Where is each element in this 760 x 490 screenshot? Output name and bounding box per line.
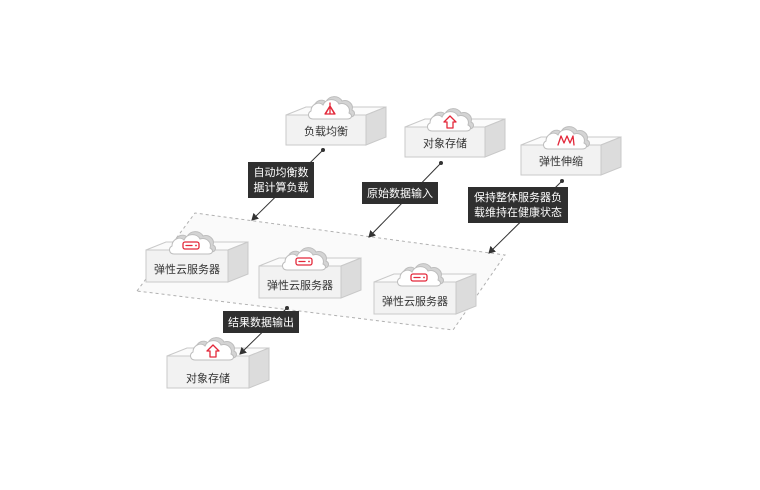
ecs-node-1[interactable]: 弹性云服务器 [145, 231, 249, 283]
auto-scaling-label: 弹性伸缩 [539, 154, 583, 168]
callout-maintain-health-line-2: 载维持在健康状态 [474, 205, 562, 219]
callout-load-balance-line-1: 自动均衡数 [254, 166, 309, 179]
callout-maintain-health: 保持整体服务器负 载维持在健康状态 [468, 187, 568, 223]
callout-maintain-health-line-1: 保持整体服务器负 [474, 190, 562, 204]
callout-load-balance-line-2: 据计算负载 [254, 180, 309, 194]
ecs-2-label: 弹性云服务器 [267, 278, 333, 292]
callout-load-balance-compute: 自动均衡数 据计算负载 [248, 162, 314, 198]
server-icon [295, 257, 313, 266]
object-storage-top-node[interactable]: 对象存储 [404, 108, 506, 158]
object-storage-bottom-label: 对象存储 [186, 371, 230, 385]
object-storage-bottom-node[interactable]: 对象存储 [166, 337, 270, 389]
load-balancer-label: 负载均衡 [304, 124, 348, 138]
object-storage-top-label: 对象存储 [423, 136, 467, 150]
ecs-3-label: 弹性云服务器 [382, 294, 448, 308]
load-balancer-icon [324, 102, 336, 115]
callout-raw-data-input: 原始数据输入 [362, 182, 438, 204]
load-balancer-node[interactable]: 负载均衡 [285, 96, 387, 146]
ecs-1-label: 弹性云服务器 [154, 262, 220, 276]
cloud-icon [543, 126, 590, 150]
server-icon [410, 273, 428, 282]
auto-scaling-node[interactable]: 弹性伸缩 [520, 126, 622, 176]
ecs-node-3[interactable]: 弹性云服务器 [373, 263, 477, 315]
callout-raw-data-text: 原始数据输入 [367, 186, 433, 200]
server-icon [182, 241, 200, 250]
upload-arrow-icon [206, 344, 220, 358]
auto-scaling-icon [557, 135, 575, 146]
upload-arrow-icon [443, 115, 457, 129]
callout-result-output-text: 结果数据输出 [228, 315, 294, 329]
ecs-node-2[interactable]: 弹性云服务器 [258, 247, 362, 299]
callout-result-output: 结果数据输出 [223, 311, 299, 333]
